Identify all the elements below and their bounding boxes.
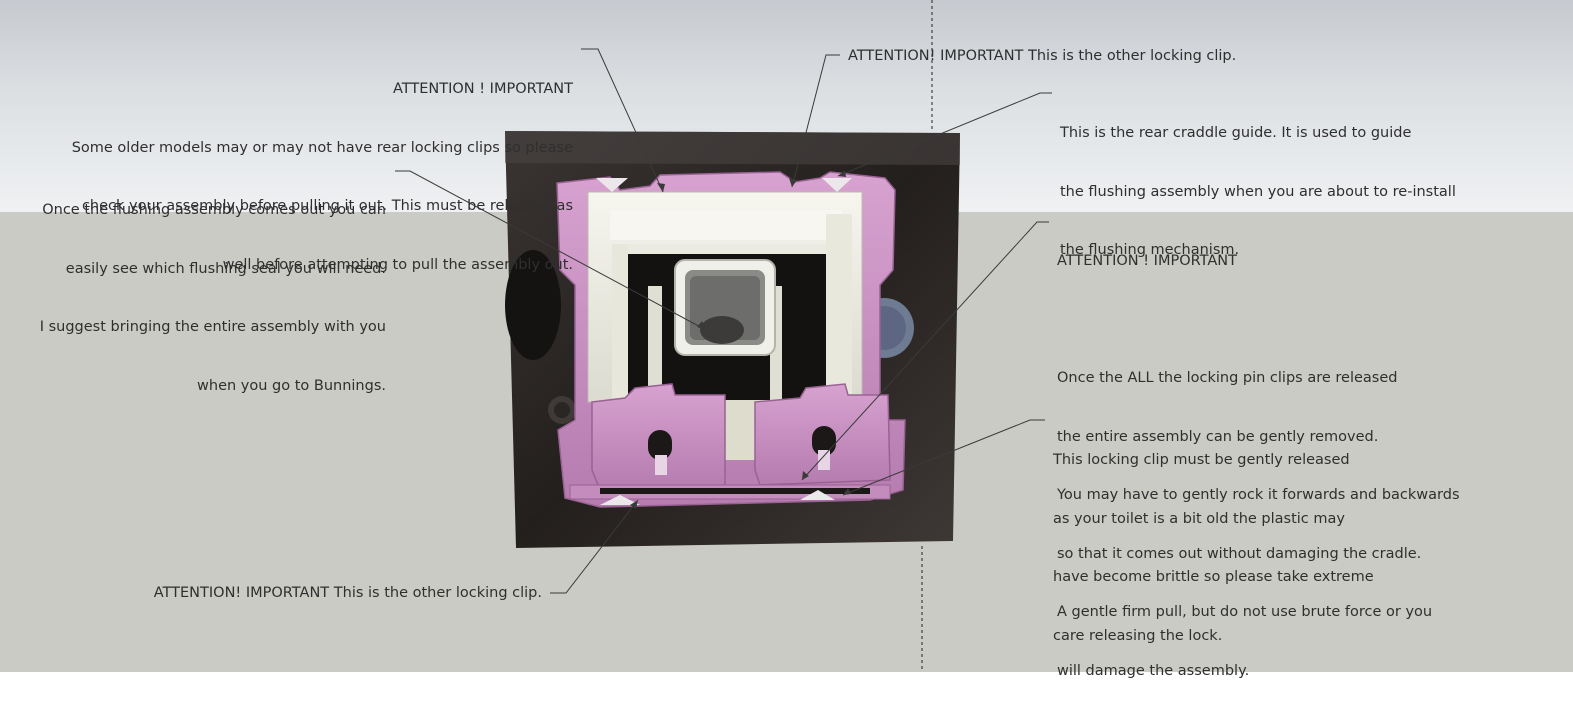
locking-clip-note: This locking clip must be gently release… [1053, 412, 1374, 666]
locking-clip-line-3: have become brittle so please take extre… [1053, 569, 1374, 585]
leader-locking-clip [842, 419, 1045, 496]
removal-line-3: You may have to gently rock it forwards … [1057, 487, 1460, 503]
other-clip-bottom-note: ATTENTION! IMPORTANT This is the other l… [153, 585, 542, 601]
rear-guide-line-2: the flushing assembly when you are about… [1060, 183, 1456, 200]
flush-assembly-photo [395, 0, 1052, 672]
leader-other-clip-top [791, 54, 840, 188]
locking-clip-line-2: as your toilet is a bit old the plastic … [1053, 510, 1345, 527]
removal-heading: ATTENTION ! IMPORTANT [1057, 253, 1238, 269]
other-clip-top-note: ATTENTION! IMPORTANT This is the other l… [848, 48, 1237, 64]
rear-clips-line-3: well before attempting to pull the assem… [222, 256, 573, 273]
rear-clips-note: ATTENTION ! IMPORTANT Some older models … [72, 41, 573, 295]
flushing-seal-line-4: when you go to Bunnings. [197, 377, 386, 394]
flushing-seal-line-1: Once the flushing assembly comes out you… [42, 202, 386, 218]
leader-rear-clips [581, 48, 664, 193]
flushing-seal-line-3: I suggest bringing the entire assembly w… [39, 319, 386, 335]
rear-guide-note: This is the rear craddle guide. It is us… [1060, 85, 1456, 280]
rear-guide-line-1: This is the rear craddle guide. It is us… [1060, 125, 1412, 141]
removal-line-2: the entire assembly can be gently remove… [1057, 428, 1379, 445]
locking-clip-line-4: care releasing the lock. [1053, 627, 1223, 644]
flushing-seal-note: Once the flushing assembly comes out you… [40, 162, 386, 416]
rear-guide-line-3: the flushing mechanism. [1060, 242, 1240, 258]
rear-clips-line-1: Some older models may or may not have re… [71, 139, 573, 156]
leader-removal [801, 221, 1049, 481]
removal-note: ATTENTION ! IMPORTANT Once the ALL the l… [1057, 213, 1460, 701]
removal-line-1: Once the ALL the locking pin clips are r… [1057, 370, 1398, 386]
rear-clips-line-2: check your assembly before pulling it ou… [81, 198, 573, 214]
leader-rear-guide [837, 92, 1052, 177]
rear-clips-heading: ATTENTION ! IMPORTANT [392, 81, 573, 97]
removal-line-4: so that it comes out without damaging th… [1057, 545, 1422, 562]
left-knob [505, 250, 561, 360]
leader-lines [395, 48, 1052, 594]
removal-line-5: A gentle firm pull, but do not use brute… [1057, 604, 1433, 620]
leader-flushing-seal [395, 170, 707, 331]
locking-clip-line-1: This locking clip must be gently release… [1053, 452, 1350, 468]
flushing-seal-line-2: easily see which flushing seal you will … [65, 260, 386, 277]
leader-other-clip-bottom [550, 499, 639, 594]
